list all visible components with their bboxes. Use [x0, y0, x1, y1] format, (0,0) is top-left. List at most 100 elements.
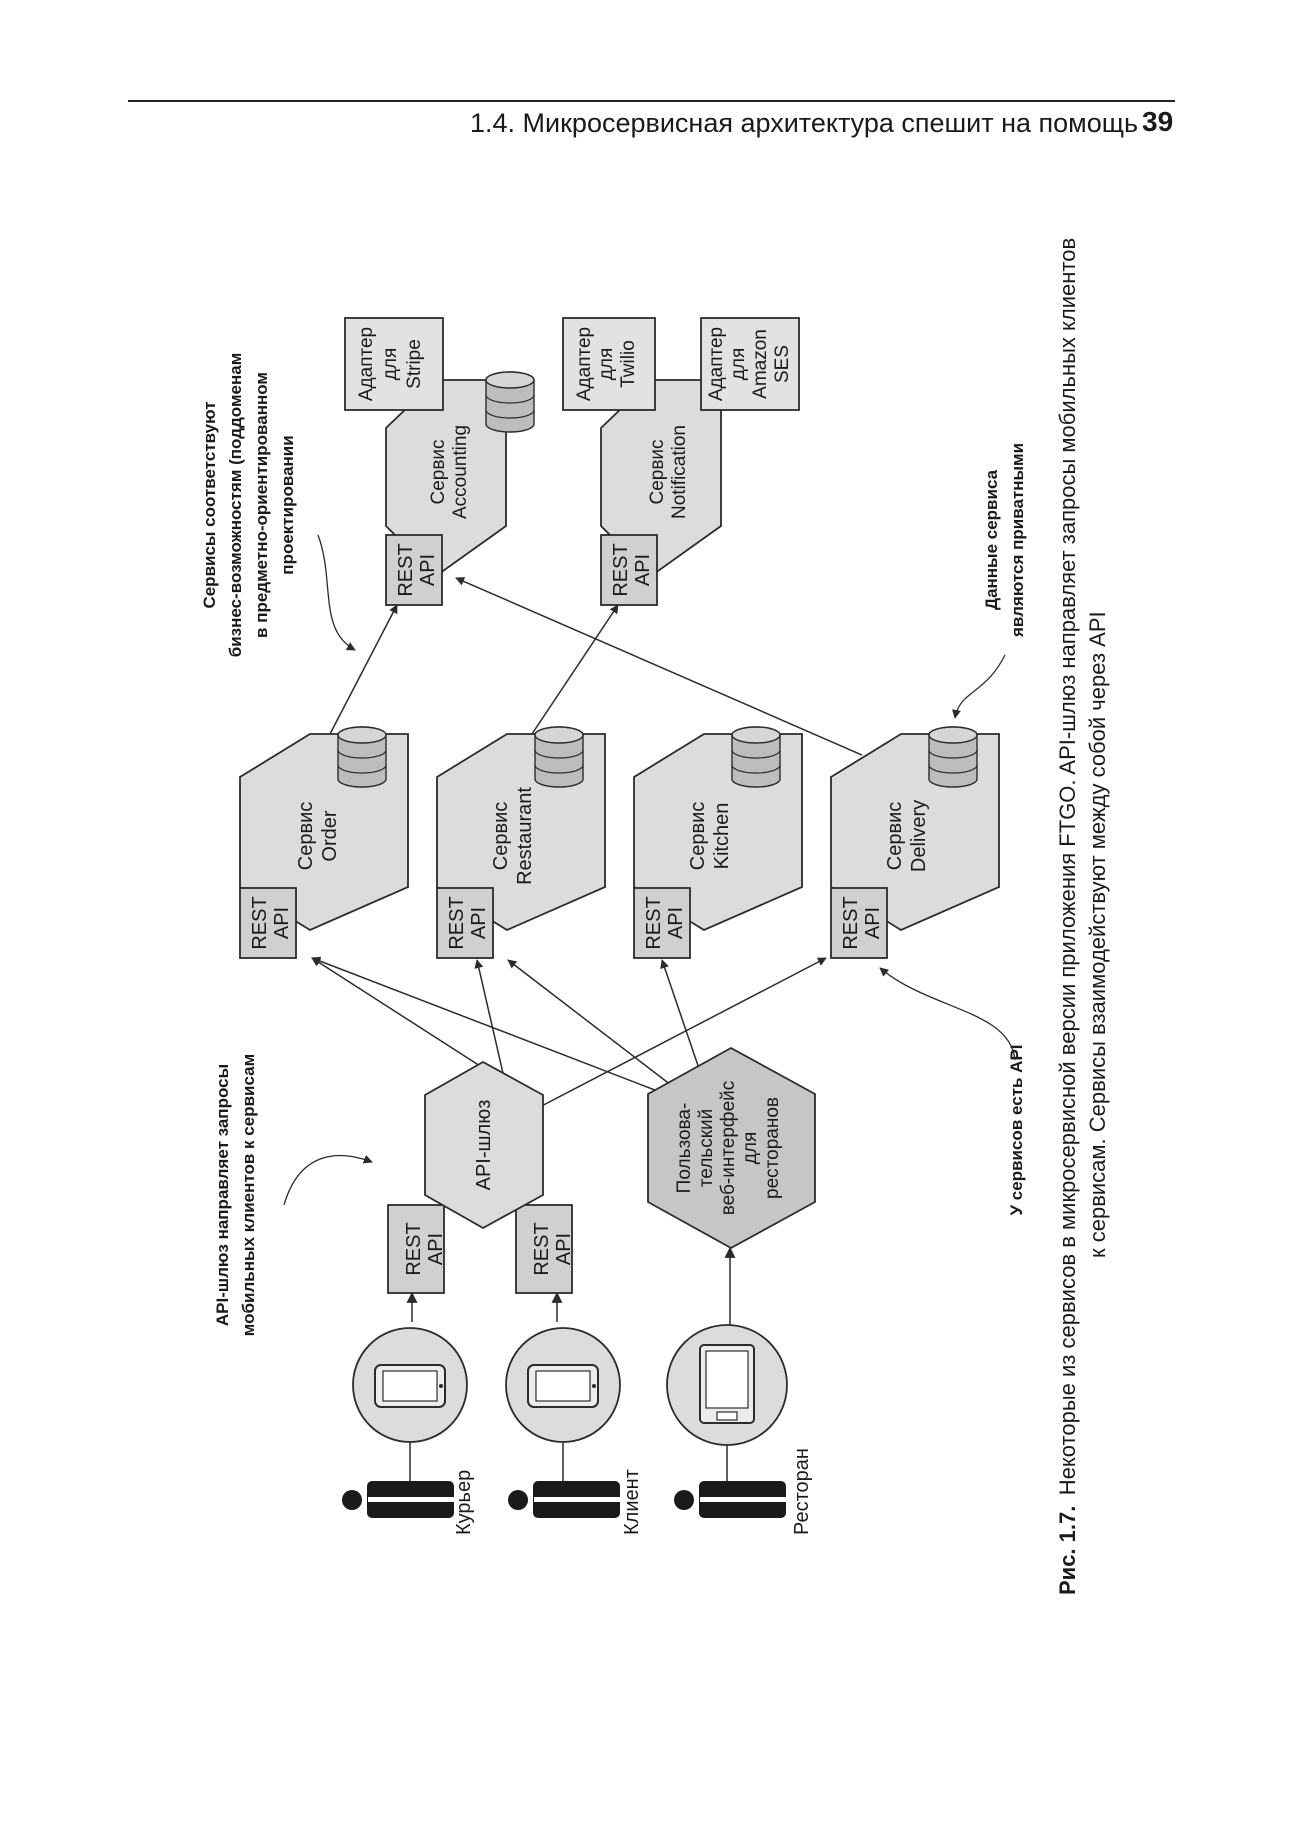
header-rule — [128, 100, 1175, 102]
svg-text:проектировании: проектировании — [278, 435, 297, 574]
annotation-services: Сервисы соответствуют бизнес-возможностя… — [200, 353, 356, 658]
mobile-phone-icon — [527, 1364, 599, 1408]
person-client: Клиент — [505, 1327, 643, 1535]
svg-text:Сервисы соответствуют: Сервисы соответствуют — [200, 401, 219, 608]
person-icon — [674, 1481, 786, 1518]
gateway-rest-api-2: REST API — [515, 1204, 575, 1294]
running-title: 1.4. Микросервисная архитектура спешит н… — [470, 108, 1139, 138]
svg-text:для: для — [740, 1132, 761, 1164]
svg-text:Рис. 1.7. Некоторые из с: Рис. 1.7. Некоторые из сервисов в микрос… — [1055, 238, 1080, 1595]
svg-text:API: API — [862, 907, 884, 939]
svg-text:Сервис: Сервис — [647, 439, 668, 504]
svg-text:Сервис: Сервис — [687, 802, 709, 871]
svg-text:бизнес-возможностям (поддомена: бизнес-возможностям (поддоменам — [226, 353, 245, 658]
figure-caption: Рис. 1.7. Некоторые из сервисов в микрос… — [1055, 238, 1110, 1595]
svg-text:API: API — [271, 907, 293, 939]
service-notification: REST API Сервис Notification — [600, 379, 722, 606]
svg-text:являются приватными: являются приватными — [1008, 443, 1027, 638]
svg-text:Сервис: Сервис — [490, 802, 512, 871]
svg-text:API: API — [417, 554, 439, 586]
svg-text:Restaurant: Restaurant — [514, 787, 536, 885]
svg-text:Адаптер: Адаптер — [356, 327, 377, 401]
svg-text:Stripe: Stripe — [404, 339, 425, 389]
svg-text:API-шлюз направляет запросы: API-шлюз направляет запросы — [213, 1064, 232, 1326]
svg-text:Адаптер: Адаптер — [574, 327, 595, 401]
caption-label: Рис. 1.7. — [1055, 1506, 1080, 1595]
restaurant-label: Ресторан — [791, 1448, 813, 1535]
svg-text:Notification: Notification — [669, 425, 690, 519]
service-delivery: REST API Сервис Delivery — [830, 726, 1000, 959]
arrow-ui-to-restaurant — [507, 959, 681, 1093]
svg-text:API: API — [665, 907, 687, 939]
database-icon — [485, 371, 535, 433]
svg-text:для: для — [380, 348, 401, 380]
svg-text:в предметно-ориентированном: в предметно-ориентированном — [252, 372, 271, 638]
arrow-gateway-to-restaurant — [474, 959, 506, 1083]
gateway-rest-api-1: REST API — [387, 1204, 447, 1294]
arrow-restaurant-to-notification — [529, 604, 619, 738]
svg-text:Accounting: Accounting — [450, 425, 471, 519]
arrow-gateway-to-delivery — [529, 957, 827, 1113]
svg-text:SES: SES — [772, 345, 793, 383]
person-icon — [508, 1481, 620, 1518]
caption-line-2: к сервисам. Сервисы взаимодействуют межд… — [1085, 611, 1110, 1258]
svg-text:тельский: тельский — [696, 1109, 717, 1187]
service-kitchen: REST API Сервис Kitchen — [633, 726, 803, 959]
person-restaurant: Ресторан — [666, 1324, 813, 1535]
arrow-order-to-accounting — [329, 604, 398, 735]
restaurant-web-ui: Пользова- тельский веб-интерфейс для рес… — [647, 1046, 816, 1250]
svg-text:для: для — [596, 348, 617, 380]
svg-text:REST: REST — [643, 896, 665, 949]
svg-text:REST: REST — [446, 896, 468, 949]
svg-text:API-шлюз: API-шлюз — [473, 1100, 495, 1191]
service-order: REST API Сервис Order — [239, 726, 409, 959]
svg-text:Адаптер: Адаптер — [706, 327, 727, 401]
svg-text:API: API — [468, 907, 490, 939]
arrow-gateway-to-order — [311, 957, 506, 1083]
svg-text:REST: REST — [610, 543, 632, 596]
database-icon — [928, 726, 978, 788]
svg-text:API: API — [553, 1233, 575, 1265]
svg-text:Сервис: Сервис — [295, 802, 317, 871]
tablet-icon — [699, 1344, 755, 1424]
svg-text:Order: Order — [319, 810, 341, 861]
person-icon — [342, 1481, 454, 1518]
svg-text:мобильных клиентов к сервисам: мобильных клиентов к сервисам — [239, 1054, 258, 1336]
database-icon — [337, 726, 387, 788]
svg-text:REST: REST — [840, 896, 862, 949]
svg-text:У сервисов есть API: У сервисов есть API — [1007, 1044, 1026, 1215]
adapter-amazon-ses: Адаптер для Amazon SES — [700, 317, 800, 411]
svg-text:Пользова-: Пользова- — [674, 1103, 695, 1194]
service-restaurant: REST API Сервис Restaurant — [436, 726, 606, 959]
svg-text:ресторанов: ресторанов — [762, 1097, 783, 1199]
arrow-delivery-to-accounting — [455, 577, 863, 756]
svg-text:REST: REST — [249, 896, 271, 949]
courier-label: Курьер — [453, 1470, 475, 1535]
svg-text:API: API — [632, 554, 654, 586]
svg-text:Amazon: Amazon — [750, 329, 771, 399]
client-label: Клиент — [621, 1469, 643, 1535]
svg-text:API: API — [425, 1233, 447, 1265]
svg-text:Kitchen: Kitchen — [711, 803, 733, 870]
svg-text:Сервис: Сервис — [428, 439, 449, 504]
service-accounting: REST API Сервис Accounting — [385, 371, 535, 606]
database-icon — [731, 726, 781, 788]
annotation-data: Данные сервиса являются приватными — [952, 443, 1027, 719]
caption-line-1: Некоторые из сервисов в микросервисной в… — [1055, 238, 1080, 1495]
svg-text:веб-интерфейс: веб-интерфейс — [718, 1081, 739, 1215]
svg-text:для: для — [728, 348, 749, 380]
annotation-api: У сервисов есть API — [879, 967, 1026, 1216]
svg-text:REST: REST — [403, 1222, 425, 1275]
api-gateway: API-шлюз — [424, 1060, 544, 1230]
database-icon — [534, 726, 584, 788]
person-courier: Курьер — [342, 1327, 475, 1535]
svg-text:REST: REST — [531, 1222, 553, 1275]
svg-text:Данные сервиса: Данные сервиса — [982, 469, 1001, 610]
adapter-stripe: Адаптер для Stripe — [344, 317, 444, 411]
svg-text:Delivery: Delivery — [908, 800, 930, 872]
svg-text:Сервис: Сервис — [884, 802, 906, 871]
svg-text:REST: REST — [395, 543, 417, 596]
mobile-phone-icon — [374, 1364, 446, 1408]
annotation-gateway: API-шлюз направляет запросы мобильных кл… — [213, 1054, 373, 1336]
